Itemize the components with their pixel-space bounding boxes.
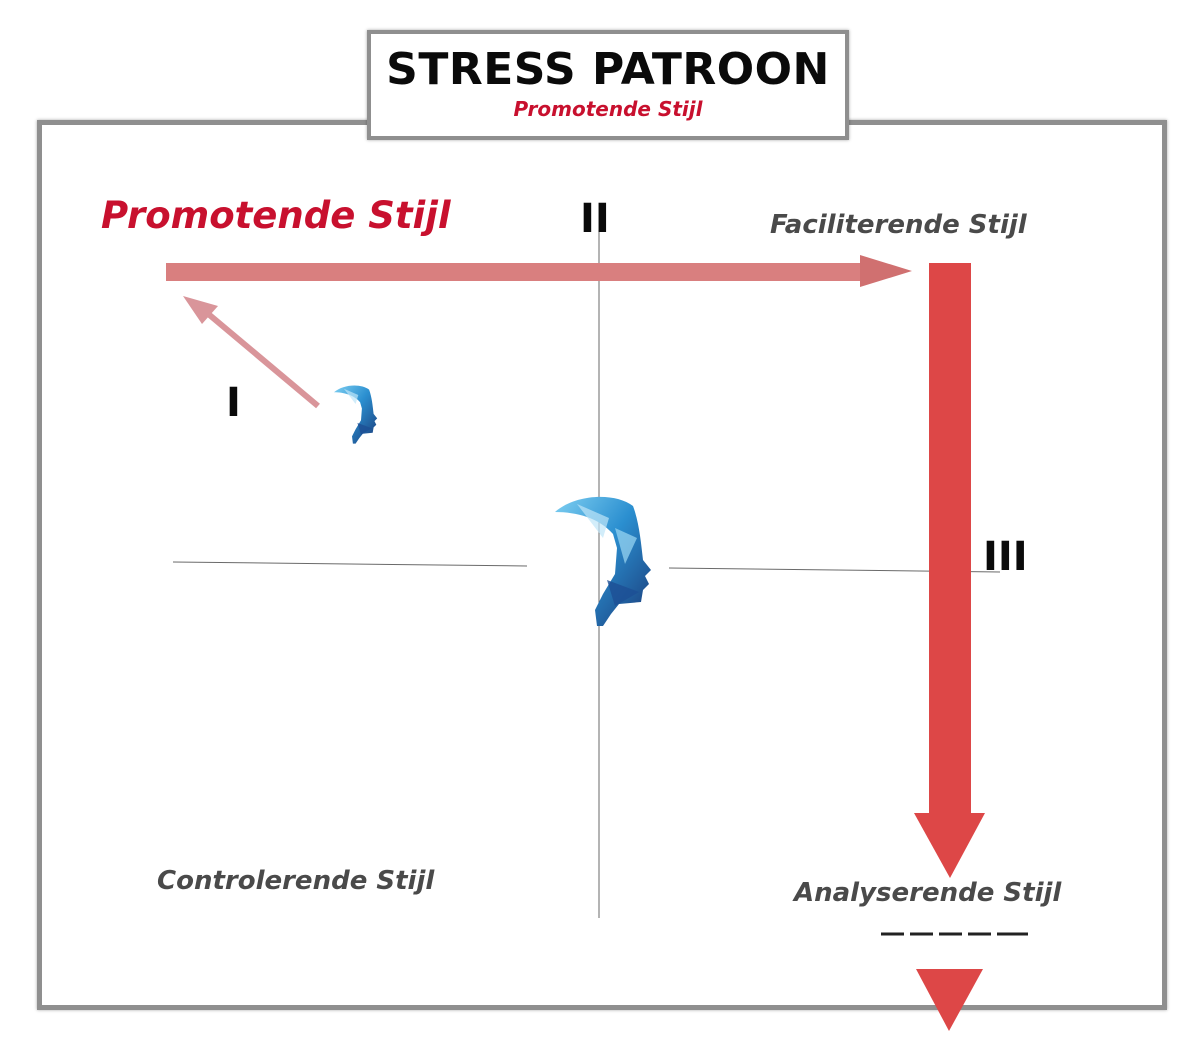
arrow-step-one bbox=[183, 296, 320, 409]
step-number-three: III bbox=[983, 534, 1028, 580]
horizontal-axis-left bbox=[172, 561, 528, 567]
label-controlerende-stijl: Controlerende Stijl bbox=[157, 866, 435, 896]
label-faciliterende-stijl: Faciliterende Stijl bbox=[770, 210, 1027, 240]
page-subtitle: Promotende Stijl bbox=[513, 97, 703, 121]
label-promotende-stijl: Promotende Stijl bbox=[101, 194, 451, 237]
head-profile-icon bbox=[555, 496, 651, 626]
label-analyserende-stijl: Analyserende Stijl bbox=[794, 878, 1062, 908]
step-number-one: I bbox=[226, 380, 241, 426]
step-number-two: II bbox=[580, 196, 610, 242]
arrow-step-three bbox=[914, 263, 985, 878]
arrow-step-two bbox=[166, 255, 912, 287]
page-title: STRESS PATROON bbox=[386, 44, 830, 95]
next-arrow-head bbox=[916, 969, 983, 1031]
title-box: STRESS PATROON Promotende Stijl bbox=[367, 30, 849, 140]
head-profile-icon-small bbox=[334, 385, 378, 444]
